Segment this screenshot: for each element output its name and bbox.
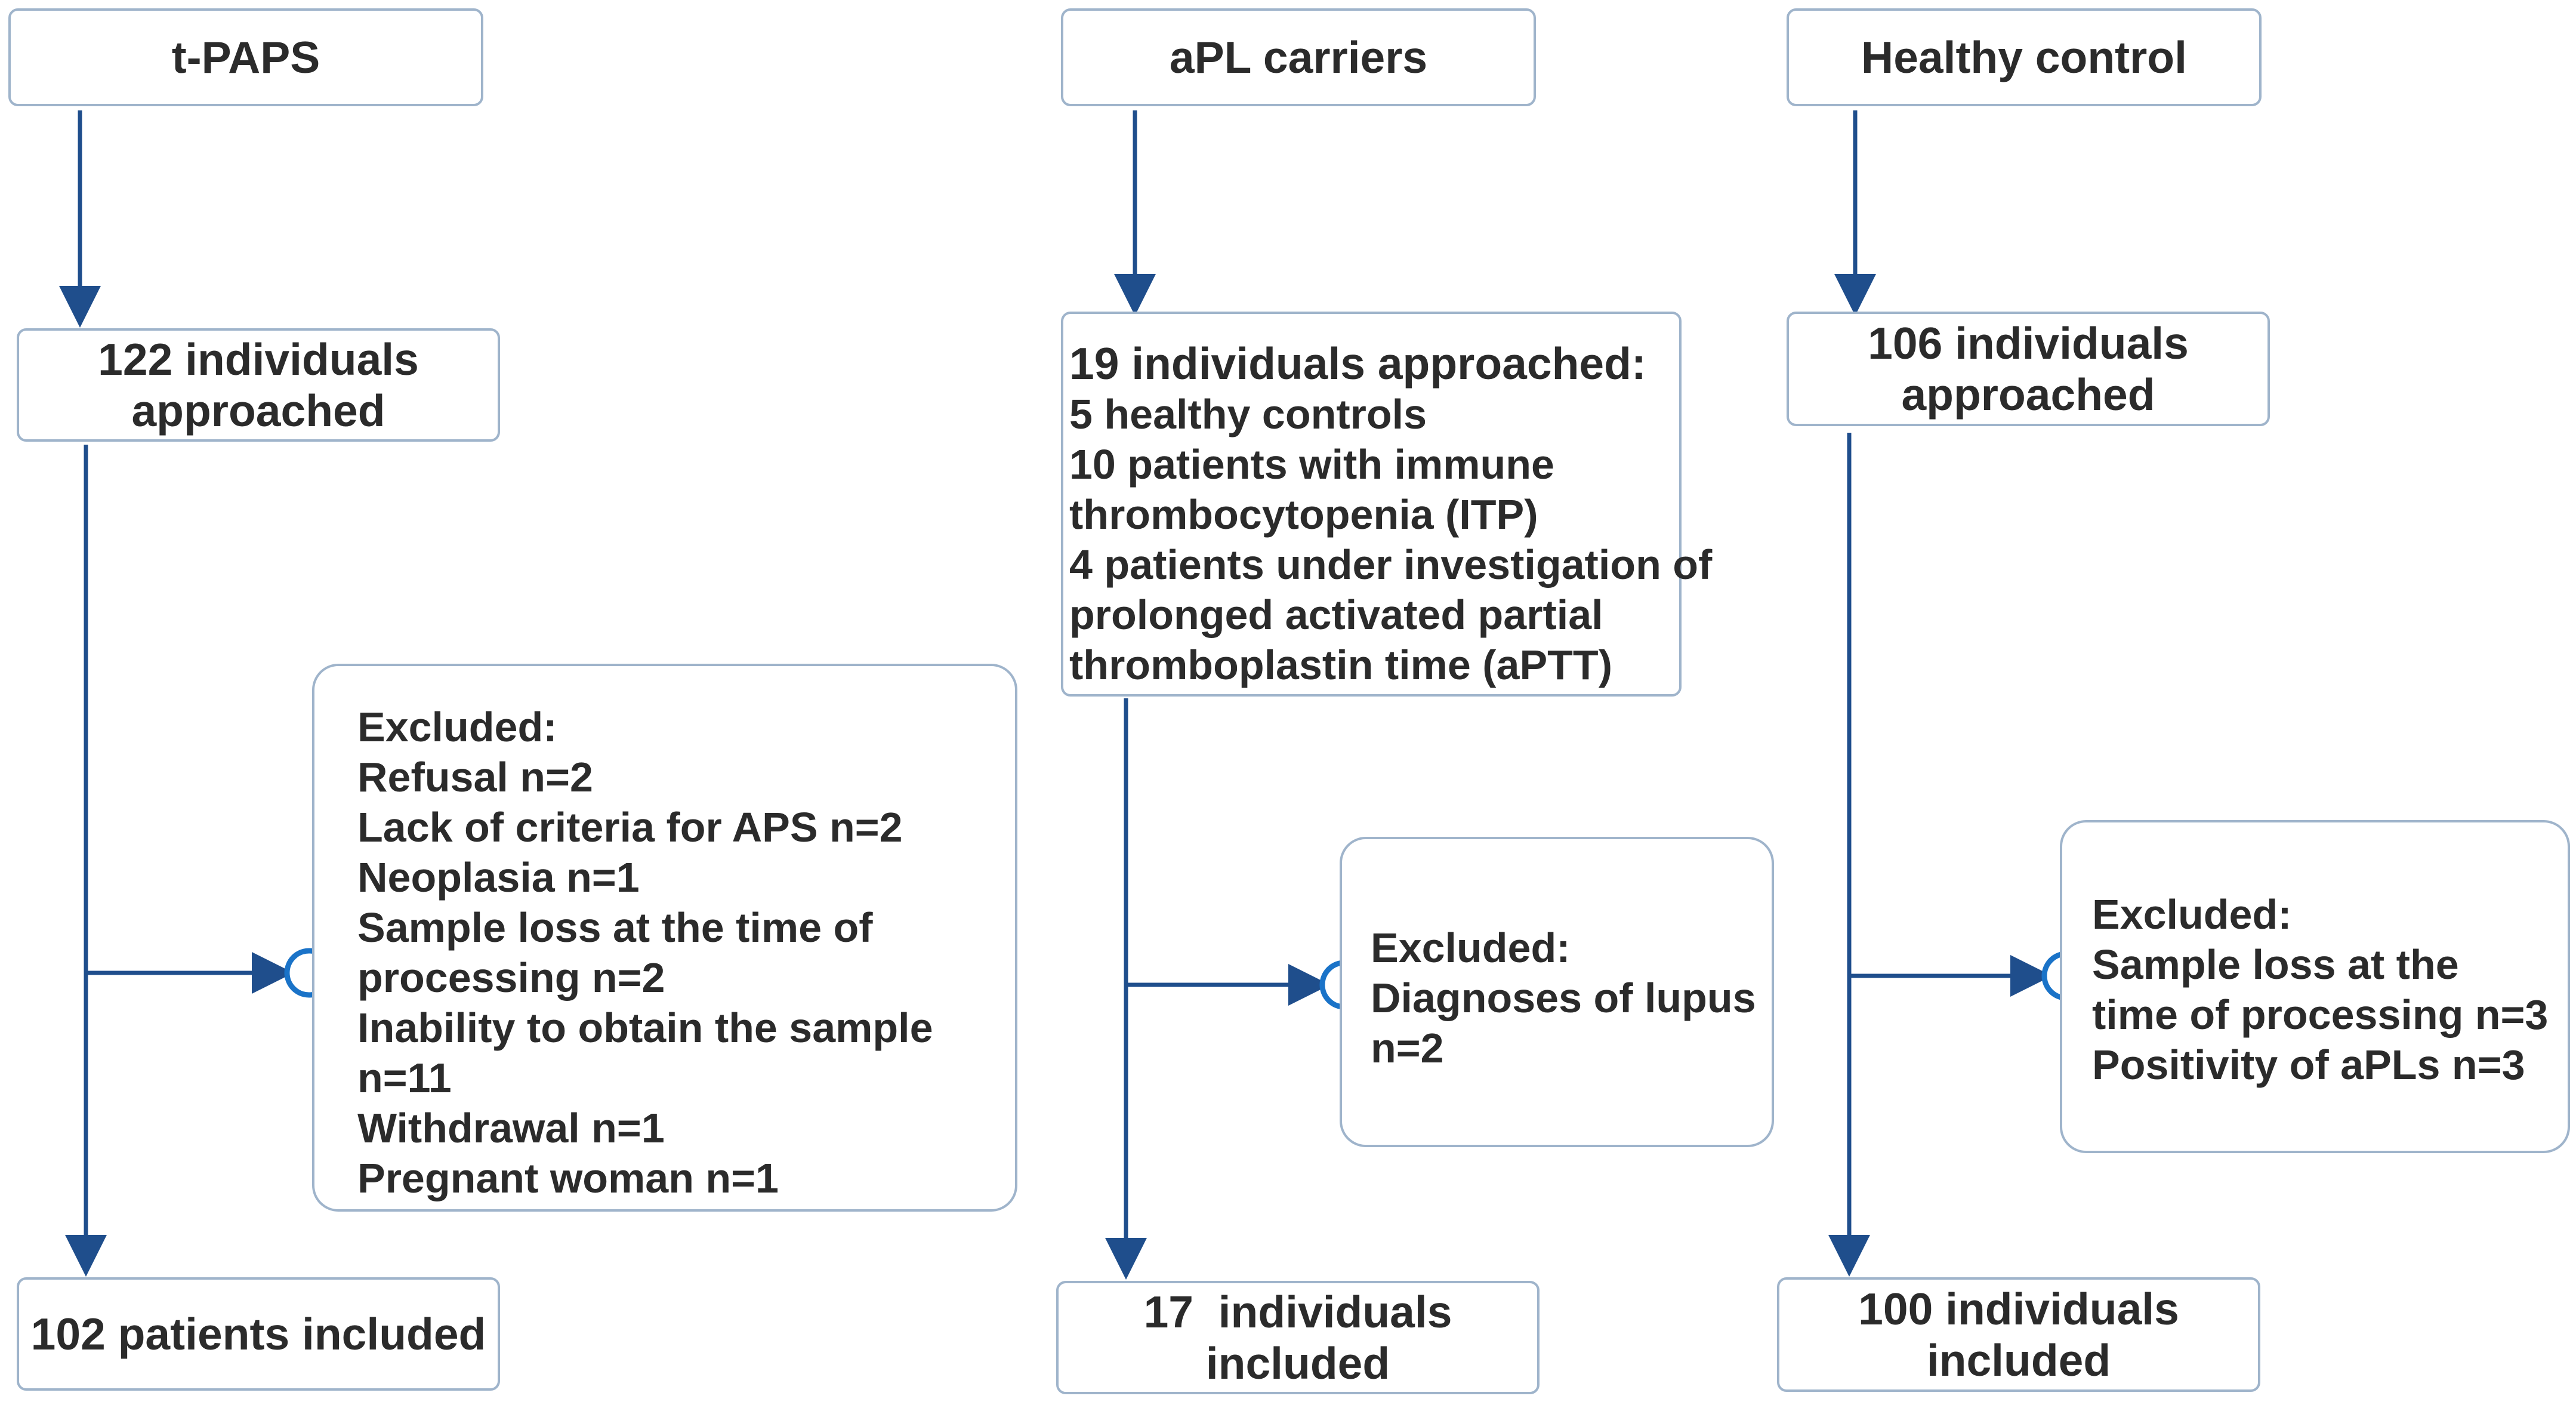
healthy-included-box: 100 individuals included: [1777, 1277, 2260, 1392]
tpaps-header-box: t-PAPS: [8, 8, 483, 106]
apl-approached-box: 19 individuals approached: 5 healthy con…: [1061, 312, 1713, 697]
tpaps-excluded-line: Refusal n=2: [357, 754, 593, 800]
tpaps-included-line: 102 patients included: [30, 1309, 486, 1359]
tpaps-approached-line: 122 individuals: [98, 334, 419, 384]
apl-approached-line: thrombocytopenia (ITP): [1069, 491, 1538, 538]
tpaps-excluded-line: Lack of criteria for APS n=2: [357, 804, 903, 851]
healthy-approached-box: 106 individuals approached: [1787, 312, 2270, 426]
apl-approached-line: 5 healthy controls: [1069, 391, 1427, 437]
tpaps-excluded-line: Inability to obtain the sample: [357, 1005, 933, 1051]
healthy-included-line: 100 individuals: [1858, 1284, 2179, 1334]
healthy-excluded-line: time of processing n=3: [2092, 991, 2549, 1038]
tpaps-excluded-line: processing n=2: [357, 954, 665, 1001]
tpaps-excluded-line: Sample loss at the time of: [357, 904, 873, 951]
tpaps-excluded-line: Neoplasia n=1: [357, 854, 640, 901]
tpaps-excluded-box: Excluded: Refusal n=2 Lack of criteria f…: [312, 664, 1017, 1212]
apl-excluded-line: n=2: [1371, 1025, 1444, 1071]
apl-included-box: 17 individuals included: [1056, 1281, 1540, 1394]
tpaps-approached-line: approached: [131, 386, 385, 436]
apl-approached-line: prolonged activated partial: [1069, 591, 1603, 638]
apl-approached-heading: 19 individuals approached:: [1069, 338, 1646, 389]
tpaps-excluded-line: Excluded:: [357, 704, 557, 750]
apl-header-box: aPL carriers: [1061, 8, 1536, 106]
apl-approached-line: 4 patients under investigation of: [1069, 541, 1713, 588]
tpaps-included-box: 102 patients included: [17, 1277, 500, 1391]
healthy-included-line: included: [1926, 1335, 2111, 1385]
healthy-approached-line: 106 individuals: [1868, 318, 2189, 368]
healthy-excluded-line: Excluded:: [2092, 891, 2292, 938]
apl-approached-line: 10 patients with immune: [1069, 441, 1554, 488]
apl-excluded-line: Diagnoses of lupus: [1371, 975, 1756, 1021]
apl-approached-line: thromboplastin time (aPTT): [1069, 642, 1612, 688]
healthy-excluded-line: Positivity of aPLs n=3: [2092, 1042, 2525, 1088]
healthy-excluded-line: Sample loss at the: [2092, 941, 2459, 988]
tpaps-approached-box: 122 individuals approached: [17, 328, 500, 442]
healthy-header-label: Healthy control: [1861, 32, 2187, 82]
apl-included-line: 17 individuals: [1143, 1287, 1452, 1337]
healthy-approached-line: approached: [1901, 369, 2155, 420]
healthy-header-box: Healthy control: [1787, 8, 2262, 106]
tpaps-excluded-line: Pregnant woman n=1: [357, 1155, 779, 1201]
apl-included-line: included: [1205, 1338, 1390, 1388]
tpaps-excluded-line: n=11: [357, 1055, 452, 1101]
apl-excluded-line: Excluded:: [1371, 925, 1571, 971]
apl-header-label: aPL carriers: [1169, 32, 1428, 82]
tpaps-header-label: t-PAPS: [171, 32, 320, 82]
healthy-excluded-box: Excluded: Sample loss at the time of pro…: [2060, 820, 2570, 1153]
apl-excluded-box: Excluded: Diagnoses of lupus n=2: [1340, 837, 1774, 1147]
tpaps-excluded-line: Withdrawal n=1: [357, 1105, 665, 1151]
